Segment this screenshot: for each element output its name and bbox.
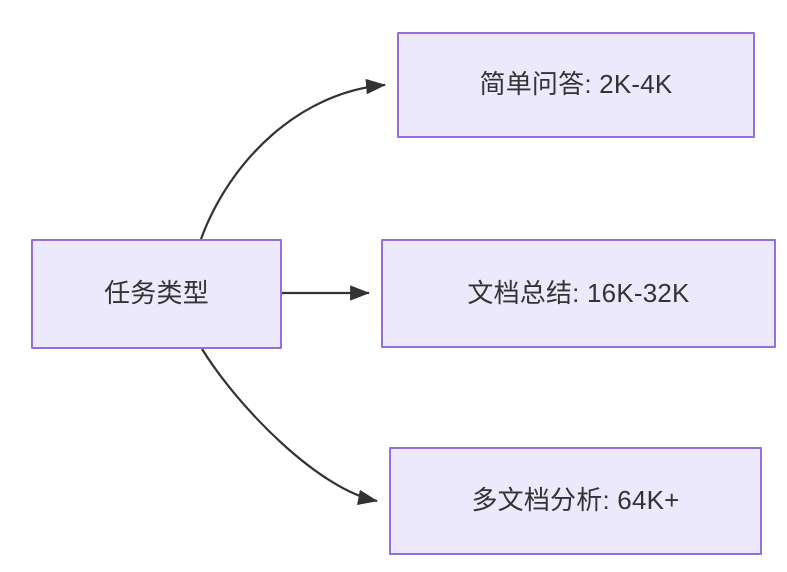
node-document-summary[interactable]: 文档总结: 16K-32K — [381, 239, 776, 348]
edge-root-to-multidoc — [201, 348, 378, 505]
node-label: 简单问答: 2K-4K — [479, 69, 673, 100]
node-simple-qa[interactable]: 简单问答: 2K-4K — [397, 32, 755, 138]
node-label: 多文档分析: 64K+ — [471, 485, 680, 516]
node-task-type[interactable]: 任务类型 — [31, 239, 282, 349]
edge-root-to-simple — [199, 78, 386, 240]
node-label: 任务类型 — [104, 278, 209, 309]
node-multi-document-analysis[interactable]: 多文档分析: 64K+ — [389, 447, 762, 555]
node-label: 文档总结: 16K-32K — [467, 277, 690, 308]
